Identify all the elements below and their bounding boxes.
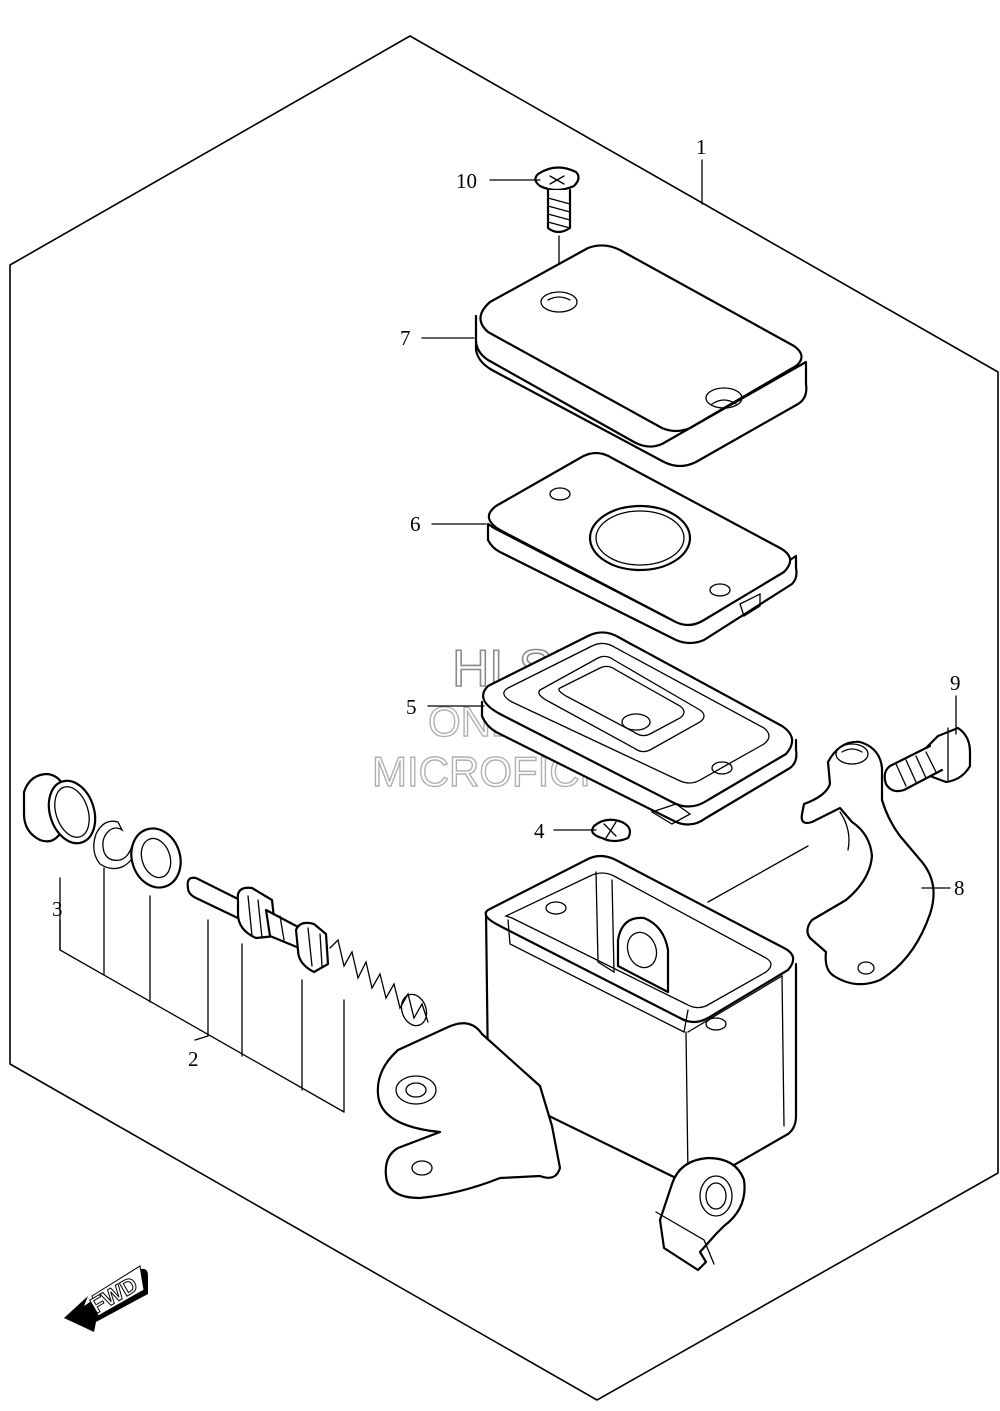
- callout-3: 3: [52, 897, 63, 921]
- callouts: 10 1 7 6 5 4 9 8 3 2: [52, 135, 965, 1071]
- callout-6: 6: [410, 512, 421, 536]
- callout-5: 5: [406, 695, 417, 719]
- part-9-bolt: [883, 726, 972, 793]
- callout-1: 1: [696, 135, 707, 159]
- fwd-arrow-icon: FWD: [64, 1265, 148, 1332]
- part-7-cap: [474, 244, 808, 468]
- assembly-line-8: [707, 845, 809, 903]
- callout-4: 4: [534, 819, 545, 843]
- part-6-diaphragm: [486, 451, 798, 645]
- callout-9: 9: [950, 671, 961, 695]
- leader-lines: [59, 159, 957, 1041]
- callout-2: 2: [188, 1047, 199, 1071]
- part-4-clip: [591, 818, 632, 843]
- part-3-boot: [22, 772, 97, 845]
- callout-7: 7: [400, 326, 411, 350]
- part-1-master-cylinder: [376, 854, 798, 1272]
- callout-8: 8: [954, 876, 965, 900]
- assembly-boundary: [9, 35, 999, 1401]
- part-2-piston: [186, 876, 429, 1027]
- part-8-holder: [800, 740, 935, 986]
- callout-10: 10: [456, 169, 477, 193]
- part-washer: [130, 827, 182, 889]
- reference-lines-2-3: [59, 867, 345, 1113]
- part-10-screw: [534, 166, 580, 301]
- part-5-plate: [480, 631, 798, 826]
